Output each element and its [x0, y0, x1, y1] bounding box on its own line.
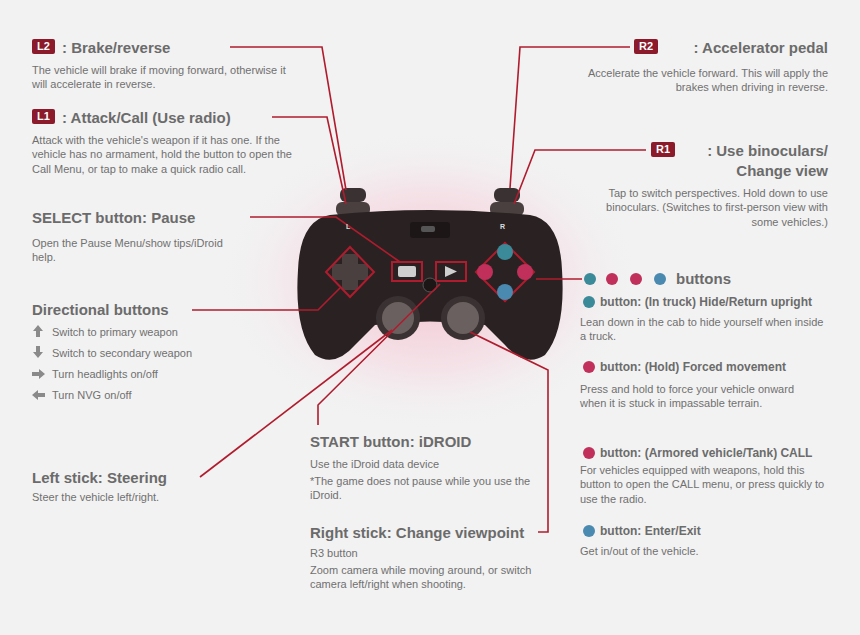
callout-body: Attack with the vehicle's weapon if it h… — [32, 133, 297, 176]
button-badge: R2 — [634, 39, 658, 54]
callout-heading: : Accelerator pedal — [694, 38, 829, 58]
dpad-highlight — [326, 247, 374, 297]
pink-glow — [220, 130, 640, 430]
select-button — [398, 266, 416, 277]
callout-heading: button: Enter/Exit — [600, 524, 701, 540]
callout-body: The vehicle will brake if moving forward… — [32, 63, 302, 92]
button-badge: R1 — [651, 142, 675, 157]
callout-heading: Right stick: Change viewpoint — [310, 523, 524, 543]
callout-body: R3 button — [310, 546, 358, 560]
callout-heading: button: (Armored vehicle/Tank) CALL — [600, 446, 812, 462]
callout-body: Zoom camera while moving around, or swit… — [310, 563, 550, 592]
callout-note: *The game does not pause while you use t… — [310, 474, 540, 503]
button-badge: L2 — [32, 39, 55, 54]
callout-heading: Left stick: Steering — [32, 468, 167, 488]
triangle-button — [497, 244, 513, 260]
callout-heading: button: (Hold) Forced movement — [600, 360, 786, 376]
button-badge: L1 — [32, 109, 55, 124]
callout-heading: button: (In truck) Hide/Return upright — [600, 295, 812, 311]
start-button — [445, 266, 457, 277]
callout-body: For vehicles equipped with weapons, hold… — [580, 463, 835, 506]
list-item: Switch to secondary weapon — [52, 346, 192, 360]
callout-heading: SELECT button: Pause — [32, 208, 195, 228]
controller-body — [297, 210, 562, 360]
cross-button — [497, 284, 513, 300]
callout-body: Tap to switch perspectives. Hold down to… — [583, 186, 828, 229]
callout-heading: : Brake/reverse — [62, 38, 170, 58]
callout-body: Press and hold to force your vehicle onw… — [580, 382, 820, 411]
callout-body: Use the iDroid data device — [310, 457, 550, 471]
callout-body: Open the Pause Menu/show tips/iDroid hel… — [32, 236, 232, 265]
callout-body: Accelerate the vehicle forward. This wil… — [558, 66, 828, 95]
callout-heading: : Attack/Call (Use radio) — [62, 108, 231, 128]
square-button — [477, 264, 493, 280]
list-item: Turn NVG on/off — [52, 388, 131, 402]
leader-lines — [192, 47, 646, 532]
callout-body: Steer the vehicle left/right. — [32, 490, 159, 504]
callout-heading: : Use binoculars/ Change view — [678, 141, 828, 180]
list-item: Turn headlights on/off — [52, 367, 158, 381]
right-stick — [441, 296, 485, 340]
shoulder-letter: L — [346, 222, 350, 231]
callout-body: Lean down in the cab to hide yourself wh… — [580, 315, 825, 344]
direction-arrows — [32, 325, 45, 400]
callout-body: Get in/out of the vehicle. — [580, 544, 699, 558]
callout-heading: Directional buttons — [32, 300, 169, 320]
left-stick — [376, 296, 420, 340]
face-highlight — [476, 243, 534, 301]
shoulder-letter: R — [500, 222, 505, 231]
callout-heading: START button: iDROID — [310, 432, 471, 452]
circle-button — [517, 264, 533, 280]
list-item: Switch to primary weapon — [52, 325, 178, 339]
callout-heading: buttons — [676, 269, 731, 289]
